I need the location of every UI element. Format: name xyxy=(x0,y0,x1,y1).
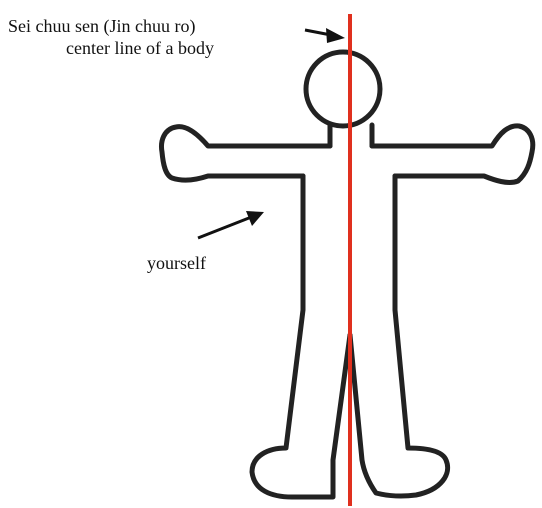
left-arm-outline xyxy=(162,127,330,181)
head-outline xyxy=(306,52,380,126)
body-outline xyxy=(162,52,533,497)
left-leg-outline xyxy=(252,176,350,497)
yourself-pointer-arrow xyxy=(198,211,264,238)
right-leg-outline xyxy=(350,176,448,496)
center-line-pointer-arrow xyxy=(305,28,345,43)
